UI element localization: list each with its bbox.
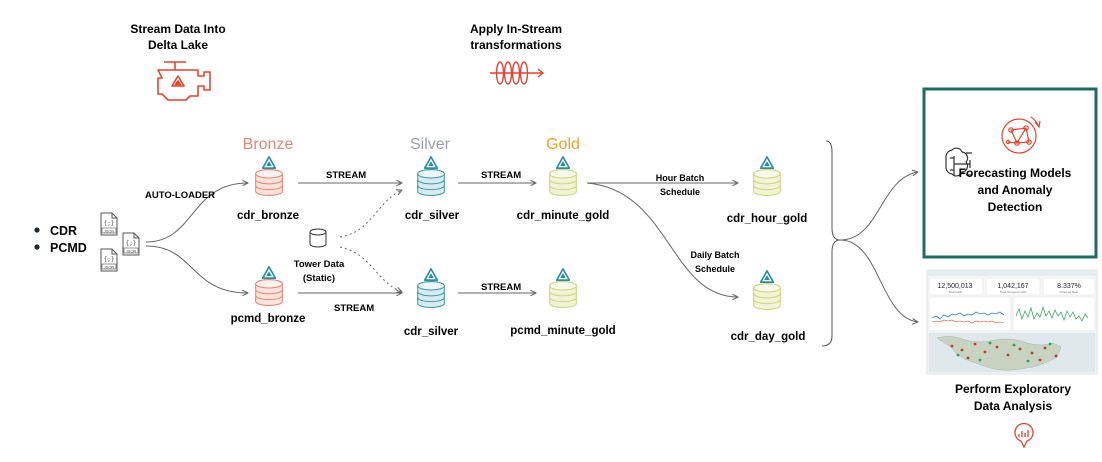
database-icon: [417, 169, 445, 196]
bullet-icon: [34, 227, 40, 233]
table-cdr-hour-gold: cdr_hour_gold: [727, 213, 808, 225]
database-icon: [549, 169, 577, 196]
kpi-dropped-rate-label: Dropped Rate: [1060, 290, 1079, 294]
cdr-minute-gold-node: [549, 156, 577, 196]
pcmd-minute-gold-node: [549, 268, 577, 308]
dashboard-thumbnail: [926, 269, 1098, 375]
source-cdr: CDR: [50, 224, 77, 238]
table-cdr-silver-bottom: cdr_silver: [404, 326, 459, 338]
table-cdr-day-gold: cdr_day_gold: [731, 331, 806, 343]
brain-icon: [945, 147, 972, 177]
delta-icon: [760, 156, 774, 169]
eda-line2: Data Analysis: [974, 399, 1053, 413]
database-icon: [417, 281, 445, 308]
delta-icon: [556, 156, 570, 169]
cdr-day-gold-node: [753, 270, 781, 310]
table-pcmd-minute-gold: pcmd_minute_gold: [510, 325, 615, 337]
database-icon: [753, 283, 781, 310]
database-icon: [753, 169, 781, 196]
pipeline-edges: [145, 140, 918, 347]
label-stream-4: STREAM: [481, 282, 521, 293]
cdr-hour-gold-node: [753, 156, 781, 196]
forecast-line3: Detection: [988, 200, 1043, 214]
label-stream-3: STREAM: [481, 170, 521, 181]
cdr-silver-top-node: [417, 156, 445, 196]
cdr-bronze-node: [255, 156, 283, 196]
kpi-dropped-rate-value: 8.337%: [1057, 283, 1081, 290]
delta-icon: [760, 270, 774, 283]
network-icon: [1001, 116, 1041, 154]
transform-coil-icon: [490, 61, 545, 85]
tier-gold: Gold: [546, 136, 580, 153]
label-daily-batch-line2: Schedule: [695, 264, 735, 274]
json-file-label: JSON: [104, 265, 115, 270]
bullet-icon: [34, 244, 40, 250]
label-daily-batch-line1: Daily Batch: [690, 250, 739, 260]
label-auto-loader: AUTO-LOADER: [145, 190, 215, 201]
json-file-label: JSON: [126, 249, 137, 254]
pcmd-bronze-node: [255, 266, 283, 306]
kpi-total-calls-label: Total Calls: [948, 290, 962, 294]
edge-tower-silver-top: [339, 190, 402, 238]
json-file-label: JSON: [104, 229, 115, 234]
kpi-dropped-calls-value: 1,042,167: [997, 283, 1028, 290]
forecast-line1: Forecasting Models: [959, 166, 1072, 180]
stream-title-line1: Stream Data Into: [130, 22, 225, 36]
forecast-line2: and Anomaly: [978, 183, 1053, 197]
source-pcmd: PCMD: [50, 241, 87, 255]
eda-line1: Perform Exploratory: [955, 382, 1071, 396]
delta-icon: [556, 268, 570, 281]
chart-pin-icon: [1014, 422, 1034, 449]
forecast-box: [922, 87, 1098, 259]
transform-title-line2: transformations: [470, 38, 562, 52]
delta-icon: [424, 268, 438, 281]
database-icon: [549, 281, 577, 308]
tower-label-line1: Tower Data: [294, 259, 345, 270]
tower-label-line2: (Static): [303, 273, 335, 284]
edge-autoloader-pcmd: [145, 245, 248, 293]
table-pcmd-bronze: pcmd_bronze: [231, 313, 306, 325]
output-brace: [821, 140, 841, 347]
kpi-total-calls-value: 12,500,013: [937, 283, 972, 290]
delta-icon: [262, 156, 276, 169]
database-icon: [255, 169, 283, 196]
tower-cylinder-icon: [309, 228, 327, 248]
delta-icon: [262, 266, 276, 279]
label-stream-2: STREAM: [334, 303, 374, 314]
tier-bronze: Bronze: [243, 136, 294, 153]
edge-gold-day: [586, 182, 738, 297]
table-cdr-bronze: cdr_bronze: [237, 210, 299, 222]
table-cdr-minute-gold: cdr_minute_gold: [517, 210, 610, 222]
edge-to-eda: [839, 239, 918, 322]
table-cdr-silver-top: cdr_silver: [405, 210, 460, 222]
edge-autoloader-cdr: [145, 183, 248, 243]
kpi-dropped-calls-label: Total Dropped Calls: [1000, 290, 1027, 294]
edge-tower-silver-bottom: [339, 246, 402, 292]
tier-silver: Silver: [410, 136, 451, 153]
database-icon: [255, 279, 283, 306]
label-stream-1: STREAM: [326, 170, 366, 181]
transform-title-line1: Apply In-Stream: [470, 22, 562, 36]
json-files-icon: [100, 212, 140, 272]
label-hour-batch-line1: Hour Batch: [656, 173, 705, 183]
edge-to-forecast: [839, 172, 918, 241]
label-hour-batch-line2: Schedule: [660, 187, 700, 197]
delta-icon: [424, 156, 438, 169]
cdr-silver-bottom-node: [417, 268, 445, 308]
stream-title-line2: Delta Lake: [148, 38, 208, 52]
engine-icon: [157, 61, 211, 101]
